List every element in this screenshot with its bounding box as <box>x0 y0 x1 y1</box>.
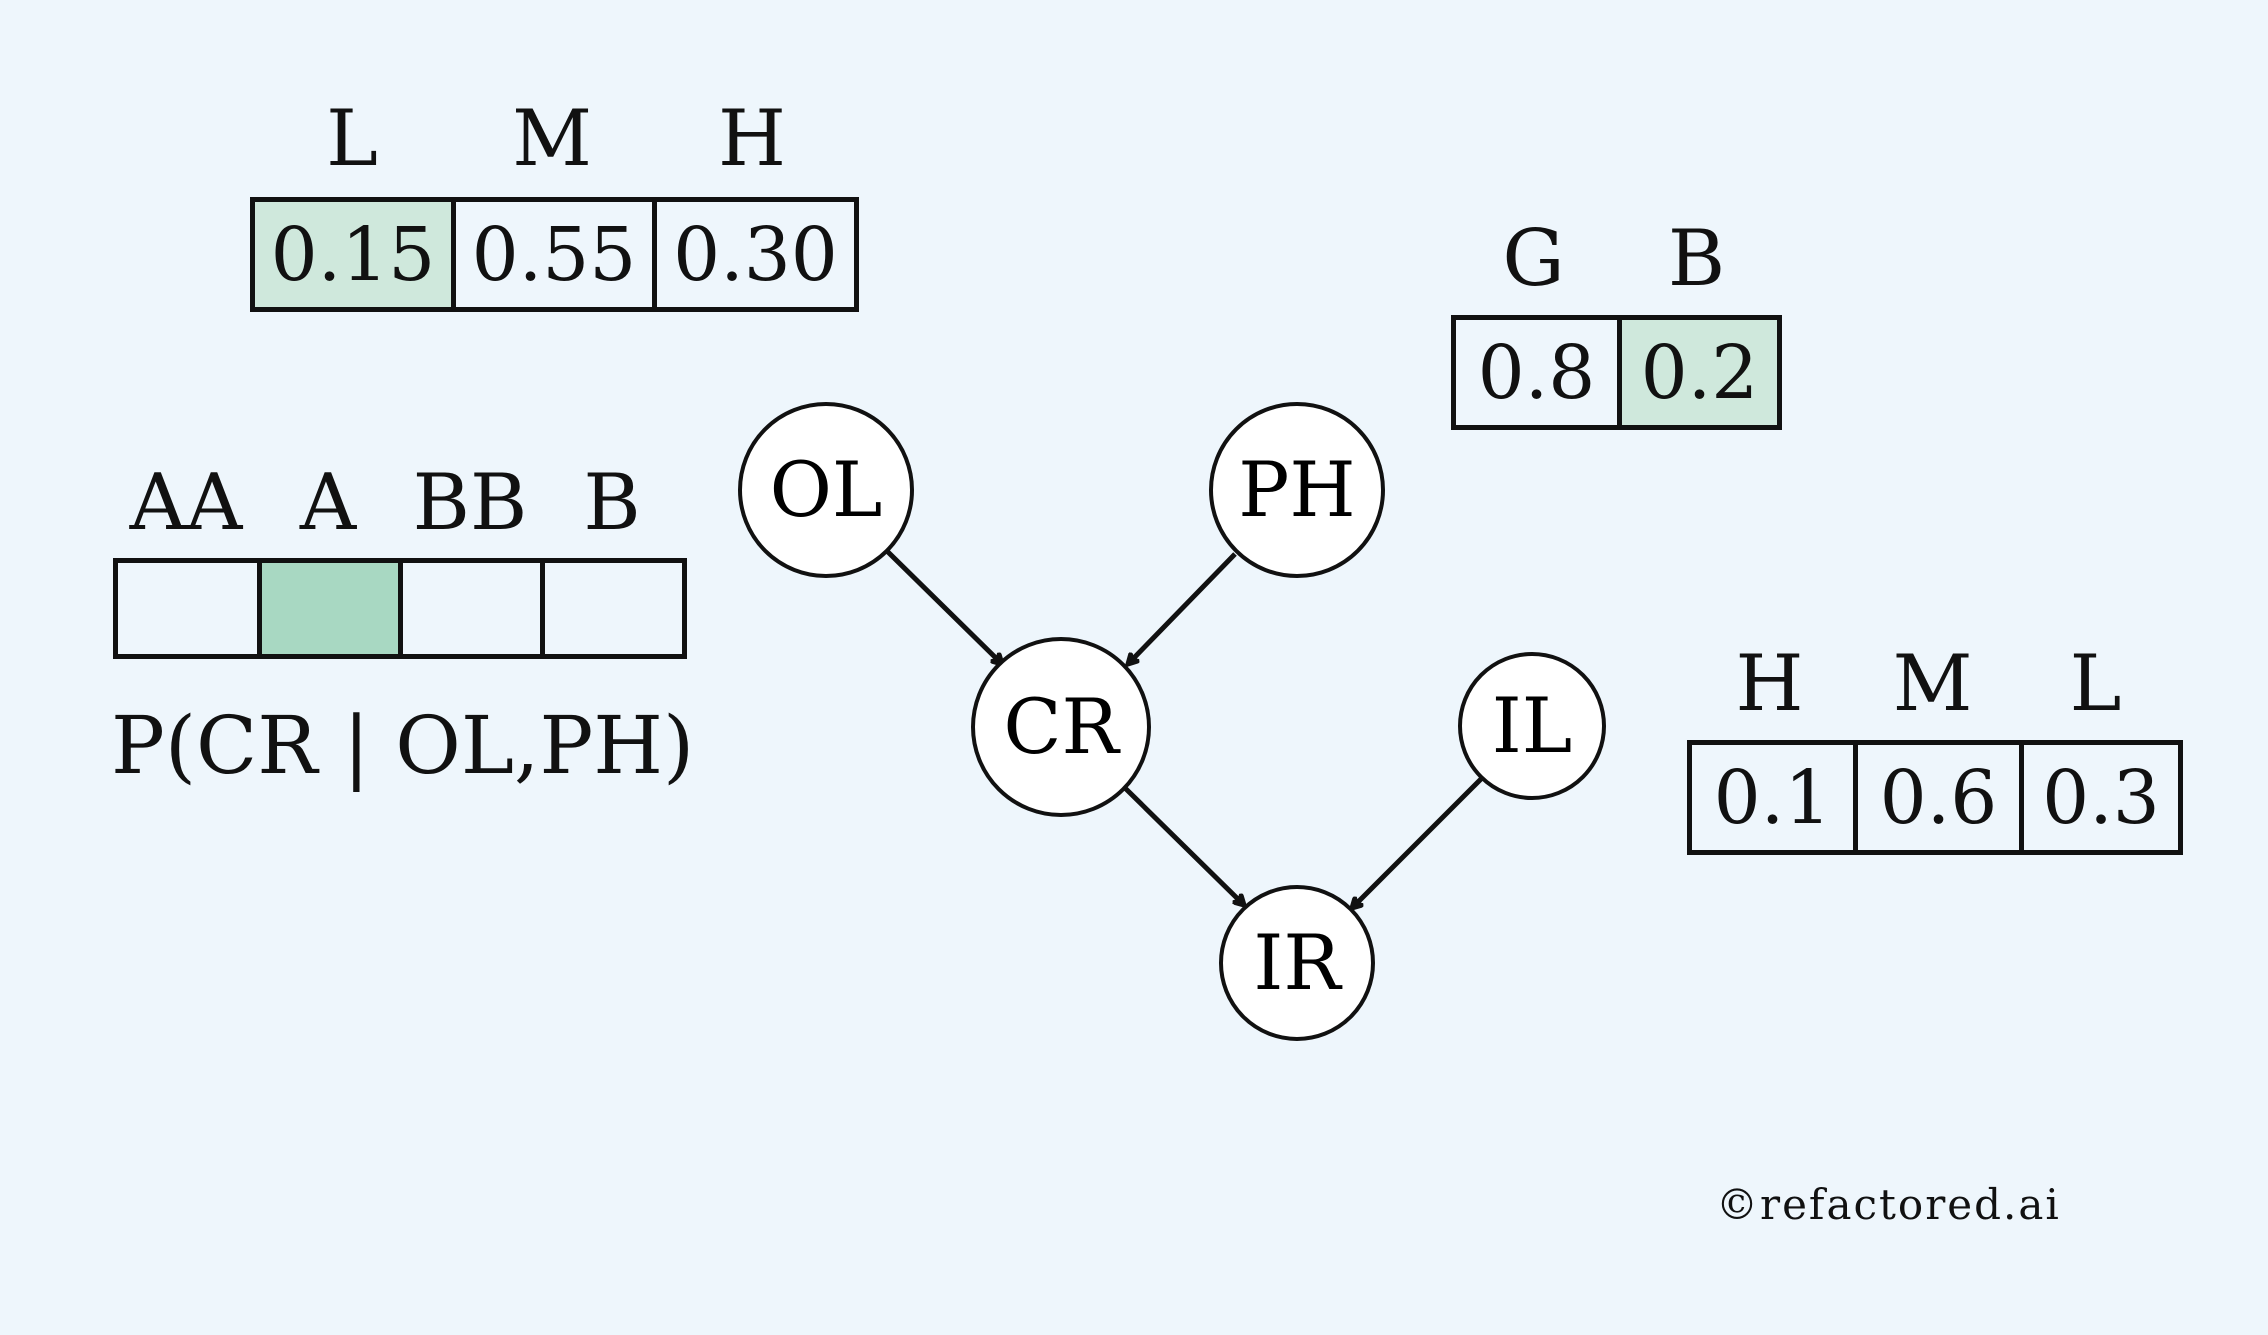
table-row: 0.15 0.55 0.30 <box>250 197 859 312</box>
header-l: L <box>326 94 378 184</box>
node-ph: PH <box>1209 402 1385 578</box>
edge-ol-cr <box>885 549 1002 664</box>
node-label: CR <box>1003 682 1121 771</box>
table-row: 0.1 0.6 0.3 <box>1687 740 2183 855</box>
cell-value <box>403 563 545 654</box>
cell-value: 0.55 <box>456 202 657 307</box>
header-l: L <box>2069 639 2122 729</box>
node-cr: CR <box>971 637 1151 817</box>
header-a: A <box>299 458 357 548</box>
node-il: IL <box>1458 652 1606 800</box>
edge-ph-cr <box>1128 552 1237 664</box>
edge-cr-ir <box>1123 786 1244 905</box>
table-row <box>113 558 687 659</box>
table-row: 0.8 0.2 <box>1451 315 1782 430</box>
header-bb: BB <box>412 458 528 548</box>
header-m: M <box>512 94 592 184</box>
edge-il-ir <box>1352 777 1483 908</box>
cell-value: 0.1 <box>1692 745 1858 850</box>
header-b: B <box>1667 214 1726 304</box>
cell-value: 0.6 <box>1858 745 2024 850</box>
cell-value: 0.2 <box>1622 320 1777 425</box>
node-label: PH <box>1238 445 1355 534</box>
cell-value: 0.15 <box>255 202 456 307</box>
header-m: M <box>1892 639 1973 729</box>
header-g: G <box>1502 214 1565 304</box>
cell-value: 0.3 <box>2042 754 2160 841</box>
node-ir: IR <box>1219 885 1375 1041</box>
node-label: IR <box>1253 918 1343 1007</box>
node-label: OL <box>770 445 883 534</box>
cell-value: 0.30 <box>673 211 838 298</box>
header-h: H <box>1735 639 1804 729</box>
header-aa: AA <box>129 458 243 548</box>
node-label: IL <box>1492 681 1573 770</box>
node-ol: OL <box>738 402 914 578</box>
cell-value: 0.8 <box>1456 320 1622 425</box>
header-b: B <box>583 458 641 548</box>
cell-value <box>118 563 262 654</box>
cell-value <box>262 563 403 654</box>
copyright-text: ©refactored.ai <box>1716 1180 2061 1229</box>
table-caption: P(CR | OL,PH) <box>111 699 695 792</box>
header-h: H <box>717 94 787 184</box>
